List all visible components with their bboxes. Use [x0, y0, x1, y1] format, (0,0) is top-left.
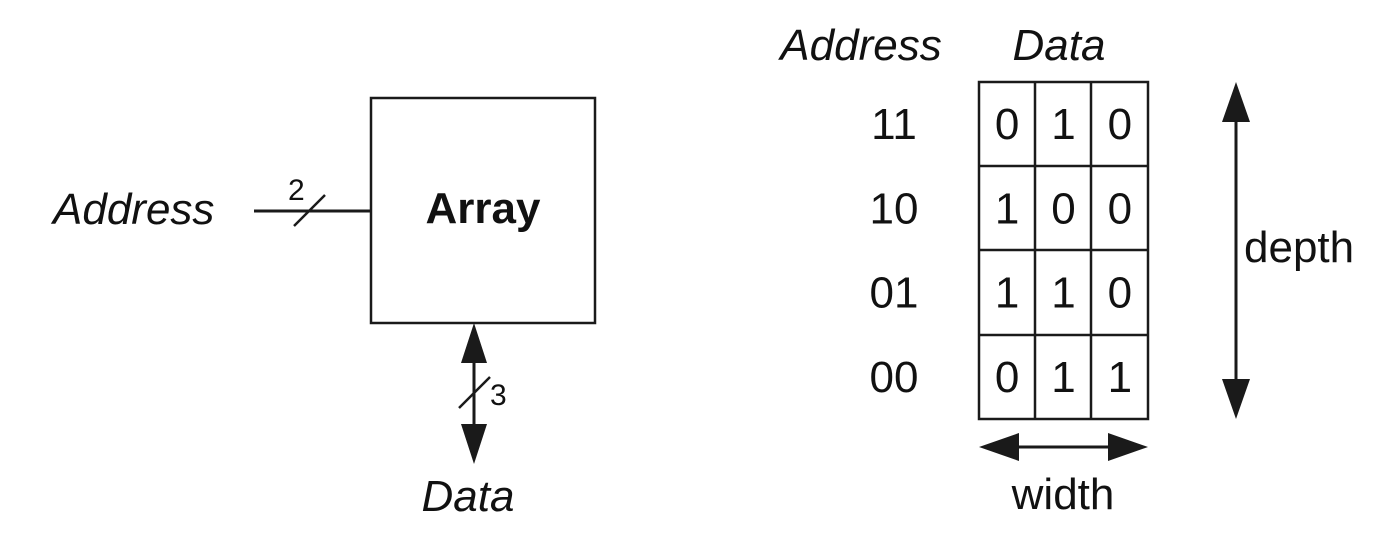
array-block-label: Array [426, 184, 541, 233]
data-bus-slash [458, 376, 491, 409]
bit-cell: 1 [1108, 353, 1132, 402]
bit-cell: 1 [995, 269, 1019, 318]
bit-cell: 0 [1108, 100, 1132, 149]
row-address-label: 00 [870, 353, 919, 402]
bit-cell: 0 [995, 353, 1019, 402]
width-label: width [1011, 470, 1115, 519]
bit-cell: 1 [1051, 353, 1075, 402]
bit-cell: 0 [1108, 184, 1132, 233]
table-grid [977, 80, 1150, 421]
width-arrow-left-icon [979, 433, 1019, 461]
array-block-diagram: Address 2 Array 3 Data [50, 96, 597, 521]
bit-cell: 1 [1051, 100, 1075, 149]
bit-cell: 0 [1108, 269, 1132, 318]
data-bus-width-label: 3 [490, 379, 507, 412]
data-bus-arrow-up-icon [461, 323, 487, 363]
depth-arrow-down-icon [1222, 379, 1250, 419]
row-address-label: 10 [870, 184, 919, 233]
address-bus-slash [293, 194, 326, 227]
depth-arrow-up-icon [1222, 82, 1250, 122]
bit-cell: 1 [995, 184, 1019, 233]
table-address-header: Address [777, 21, 941, 70]
data-bus-arrow-down-icon [461, 424, 487, 464]
row-address-label: 11 [871, 100, 917, 149]
bit-cell: 0 [1051, 184, 1075, 233]
address-input-label: Address [50, 185, 214, 234]
bit-cell: 1 [1051, 269, 1075, 318]
data-output-label: Data [422, 472, 515, 521]
width-arrow-right-icon [1108, 433, 1148, 461]
depth-label: depth [1244, 223, 1354, 272]
bit-cell: 0 [995, 100, 1019, 149]
address-bus-width-label: 2 [288, 174, 305, 207]
array-block [369, 96, 597, 325]
table-data-header: Data [1013, 21, 1106, 70]
row-address-label: 01 [870, 269, 919, 318]
